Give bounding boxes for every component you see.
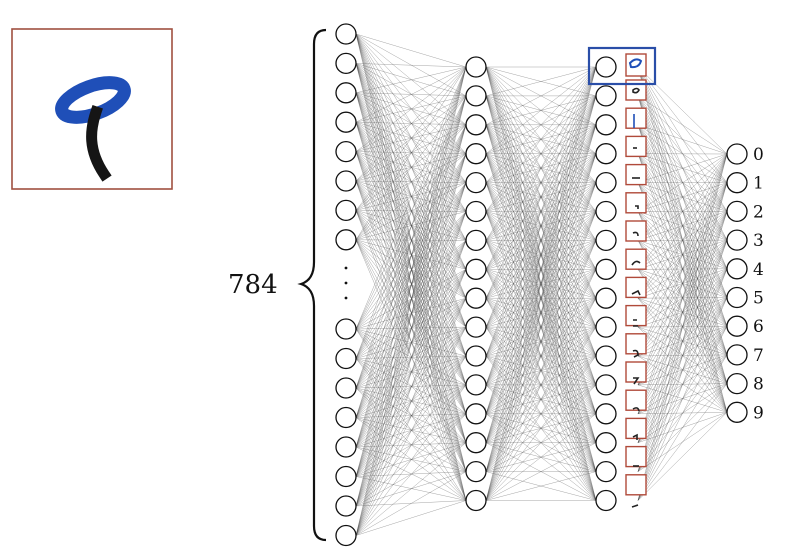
feature-thumbnail [625,220,647,242]
feature-thumbnail [625,192,647,214]
output-label-2: 2 [753,202,764,222]
feature-thumbnail [625,304,647,327]
hidden1-node [465,403,487,425]
feature-thumbnail [625,276,647,299]
input-node [335,406,357,429]
input-node [335,347,357,370]
hidden1-node [465,374,487,396]
input-node [335,495,357,517]
hidden2-node [595,200,617,223]
feature-thumbnail [625,417,647,440]
feature-thumbnail [625,163,647,186]
input-node [335,170,357,192]
hidden2-node [595,114,617,136]
input-node [335,140,357,163]
output-label-0: 0 [753,145,764,165]
output-node [726,172,748,194]
hidden2-node [595,171,617,194]
hidden1-node [465,114,487,136]
hidden1-node [465,200,487,223]
output-label-5: 5 [753,289,764,309]
connection-edges [355,33,728,536]
output-node [726,372,748,395]
feature-thumbnail [625,333,647,358]
hidden2-node [595,403,617,425]
hidden2-node [595,432,617,454]
hidden1-node [465,85,487,107]
highlighted-neuron-box [587,46,657,86]
input-node [335,52,357,75]
input-size-label: 784 [228,270,278,300]
output-node [726,229,748,251]
feature-thumbnail [625,53,647,77]
output-label-7: 7 [753,346,764,366]
hidden2-node [595,85,617,107]
input-layer [335,23,357,547]
handwritten-nine-glyph [55,76,131,182]
input-node [335,436,357,458]
output-node [726,143,748,165]
feature-thumbnail [625,474,647,508]
hidden1-node [465,460,487,483]
hidden1-node [465,258,487,280]
hidden2-node [595,287,617,309]
feature-thumbnail [625,107,647,129]
input-node [335,377,357,399]
output-label-8: 8 [753,375,764,395]
hidden2-node [595,258,617,280]
output-layer: 0 1 2 3 4 5 6 7 8 9 [726,143,764,423]
input-brace [297,28,327,542]
input-node [335,229,357,251]
input-node [335,111,357,133]
hidden1-node [465,229,487,252]
hidden-layer-1 [465,56,487,512]
hidden1-node [465,489,487,512]
input-ellipsis [344,266,348,300]
hidden1-node [465,171,487,194]
input-node [335,524,357,547]
output-label-4: 4 [753,260,764,280]
input-node [335,199,357,222]
output-node [726,401,748,423]
feature-thumbnail [625,389,647,412]
hidden2-node [595,460,617,483]
hidden2-node [595,489,617,512]
hidden1-node [465,345,487,367]
hidden2-node [595,56,617,78]
feature-thumbnail [625,248,647,270]
feature-thumbnail [625,135,647,158]
hidden1-node [465,316,487,338]
output-node [726,344,748,366]
hidden1-node [465,143,487,165]
output-label-9: 9 [753,403,764,423]
hidden2-node [595,316,617,338]
hidden1-node [465,287,487,309]
hidden2-node [595,374,617,396]
output-label-3: 3 [753,231,764,251]
output-node [726,286,748,309]
hidden2-node [595,345,617,367]
input-node [335,465,357,488]
input-node [335,82,357,104]
output-label-6: 6 [753,317,764,337]
input-node [335,318,357,340]
hidden-feature-thumbnails [625,53,647,508]
input-digit-image [11,28,173,190]
output-node [726,200,748,223]
hidden-layer-2 [595,56,617,512]
output-label-1: 1 [753,174,764,194]
feature-thumbnail [625,445,647,468]
output-node [726,258,748,280]
input-node [335,23,357,45]
hidden2-node [595,229,617,252]
hidden1-node [465,56,487,78]
hidden2-node [595,143,617,165]
hidden1-node [465,432,487,454]
feature-thumbnail [625,361,647,385]
output-node [726,315,748,337]
